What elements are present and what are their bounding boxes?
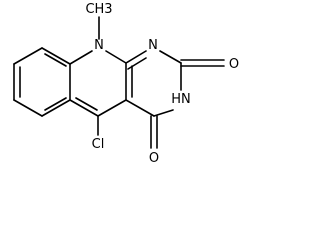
- molecule-canvas: N CH3 N O HN O Cl: [13, 2, 239, 166]
- bond: [13, 47, 43, 65]
- atom-label-methyl: CH3: [85, 2, 112, 17]
- structure-drawing: N CH3 N O HN O Cl: [13, 2, 239, 166]
- bond-lines: [13, 16, 225, 149]
- bond: [97, 99, 127, 117]
- atom-label-n1: N: [148, 38, 158, 53]
- bond: [69, 50, 93, 65]
- bond: [153, 109, 174, 117]
- bond-double-inner: [75, 97, 98, 111]
- bond-double-inner: [44, 53, 67, 67]
- atom-label-o2: O: [229, 57, 239, 72]
- bond: [159, 50, 182, 64]
- atom-label-o4: O: [149, 151, 159, 166]
- atom-label-n3: HN: [171, 92, 191, 107]
- bond: [105, 50, 127, 64]
- atom-label-n10: N: [94, 38, 104, 53]
- bond: [125, 99, 155, 117]
- bond: [13, 99, 43, 117]
- bond: [125, 50, 147, 64]
- bond-double-inner: [127, 57, 147, 70]
- bond: [69, 99, 99, 117]
- bond: [41, 47, 71, 65]
- atom-label-cl5: Cl: [92, 137, 105, 152]
- bond-double-inner: [44, 97, 67, 111]
- bond: [41, 99, 71, 117]
